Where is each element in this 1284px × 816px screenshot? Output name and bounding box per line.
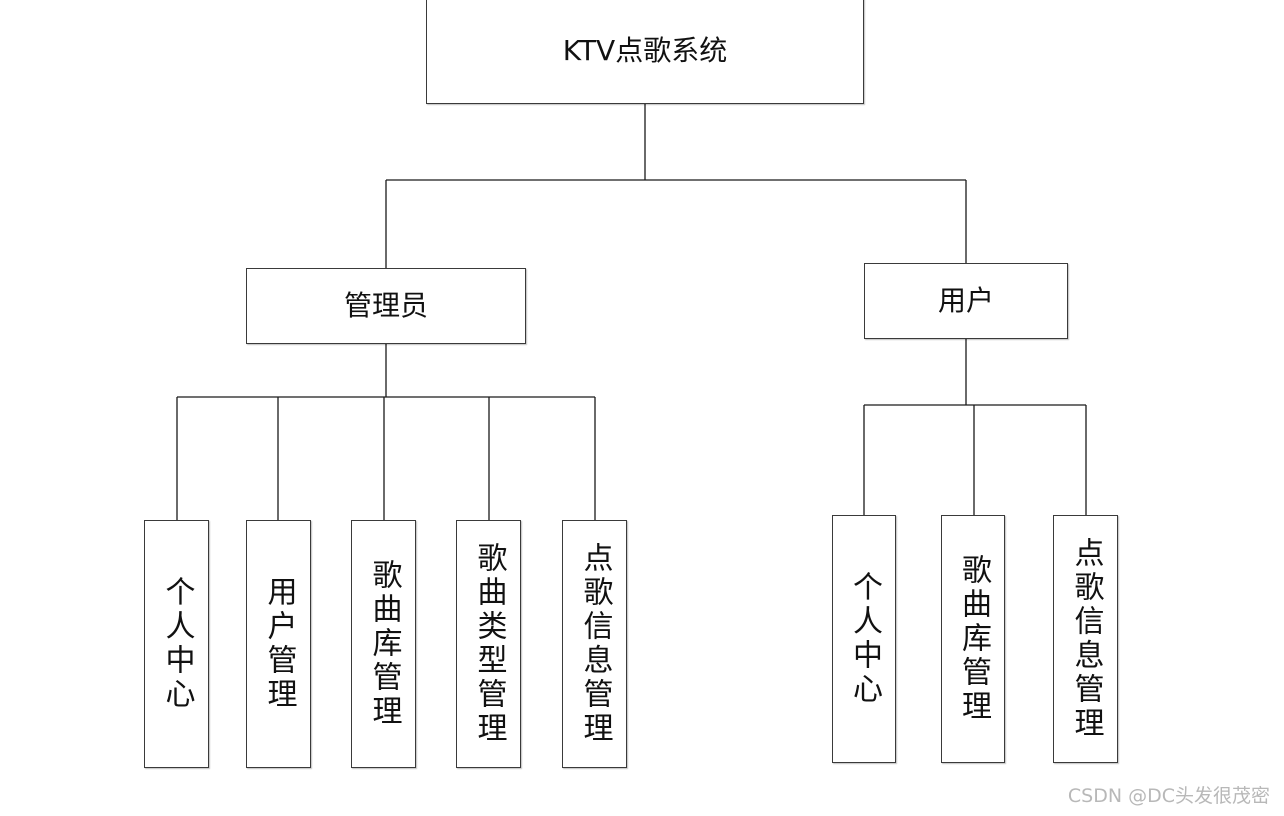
admin-module-label: 歌曲类型管理 — [471, 542, 507, 746]
admin-role-node: 管理员 — [246, 268, 526, 344]
admin-module-label: 用户管理 — [261, 576, 297, 712]
watermark-text: CSDN @DC头发很茂密 — [1067, 785, 1270, 807]
root-node: KTV点歌系统 — [426, 0, 864, 104]
user-module-song-library-management: 歌曲库管理 — [941, 515, 1005, 763]
user-module-label: 个人中心 — [847, 571, 882, 707]
user-module-label: 歌曲库管理 — [956, 554, 991, 724]
admin-role-label: 管理员 — [343, 289, 428, 322]
user-module-label: 点歌信息管理 — [1068, 537, 1104, 741]
admin-module-song-type-management: 歌曲类型管理 — [456, 520, 521, 768]
admin-module-label: 点歌信息管理 — [577, 542, 613, 746]
user-role-label: 用户 — [937, 284, 994, 317]
admin-module-label: 歌曲库管理 — [366, 559, 402, 729]
admin-module-song-library-management: 歌曲库管理 — [351, 520, 416, 768]
admin-module-song-request-info-management: 点歌信息管理 — [562, 520, 627, 768]
root-label: KTV点歌系统 — [562, 34, 728, 67]
user-role-node: 用户 — [864, 263, 1068, 339]
admin-module-personal-center: 个人中心 — [144, 520, 209, 768]
user-module-personal-center: 个人中心 — [832, 515, 896, 763]
admin-module-label: 个人中心 — [159, 576, 195, 712]
user-module-song-request-info-management: 点歌信息管理 — [1053, 515, 1118, 763]
admin-module-user-management: 用户管理 — [246, 520, 311, 768]
